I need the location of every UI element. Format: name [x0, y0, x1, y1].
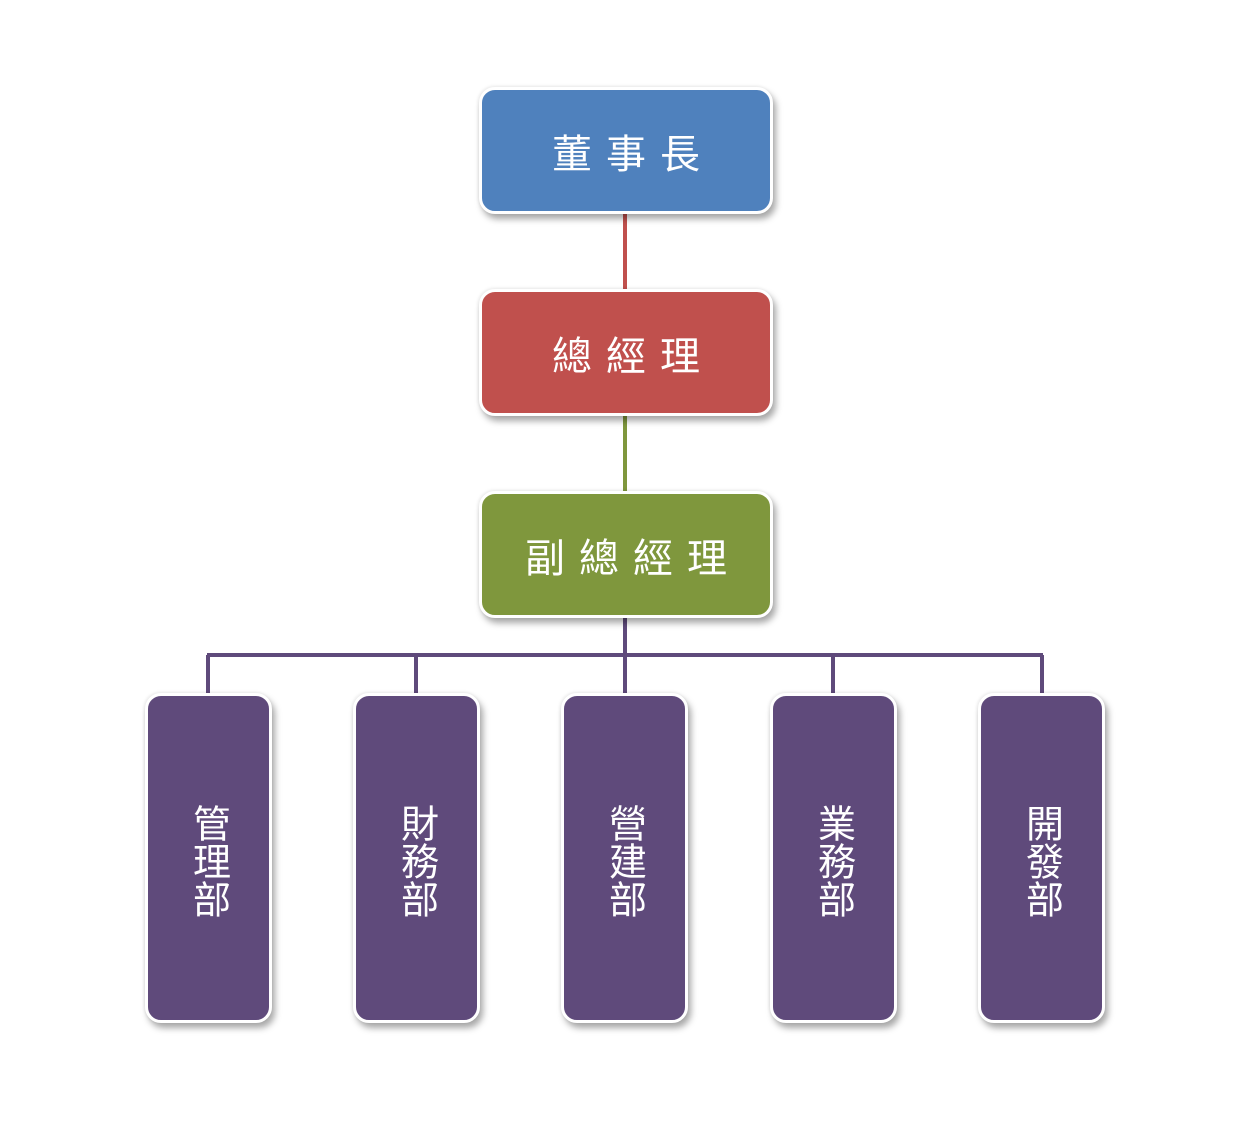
department-label: 業務部 — [811, 804, 856, 918]
general-manager-label: 總經理 — [552, 333, 714, 380]
vice-general-manager-box: 副總經理 — [479, 491, 773, 618]
department-label: 開發部 — [1019, 804, 1064, 918]
department-label: 財務部 — [394, 804, 439, 918]
department-box-finance: 財務部 — [353, 693, 480, 1023]
chairman-box: 董事長 — [479, 87, 773, 214]
department-label: 營建部 — [602, 804, 647, 918]
vice-general-manager-label: 副總經理 — [525, 535, 741, 582]
department-box-construction: 營建部 — [561, 693, 688, 1023]
department-box-management: 管理部 — [145, 693, 272, 1023]
general-manager-box: 總經理 — [479, 289, 773, 416]
department-box-development: 開發部 — [978, 693, 1105, 1023]
department-box-sales: 業務部 — [770, 693, 897, 1023]
department-label: 管理部 — [186, 804, 231, 918]
chairman-label: 董事長 — [552, 131, 714, 178]
